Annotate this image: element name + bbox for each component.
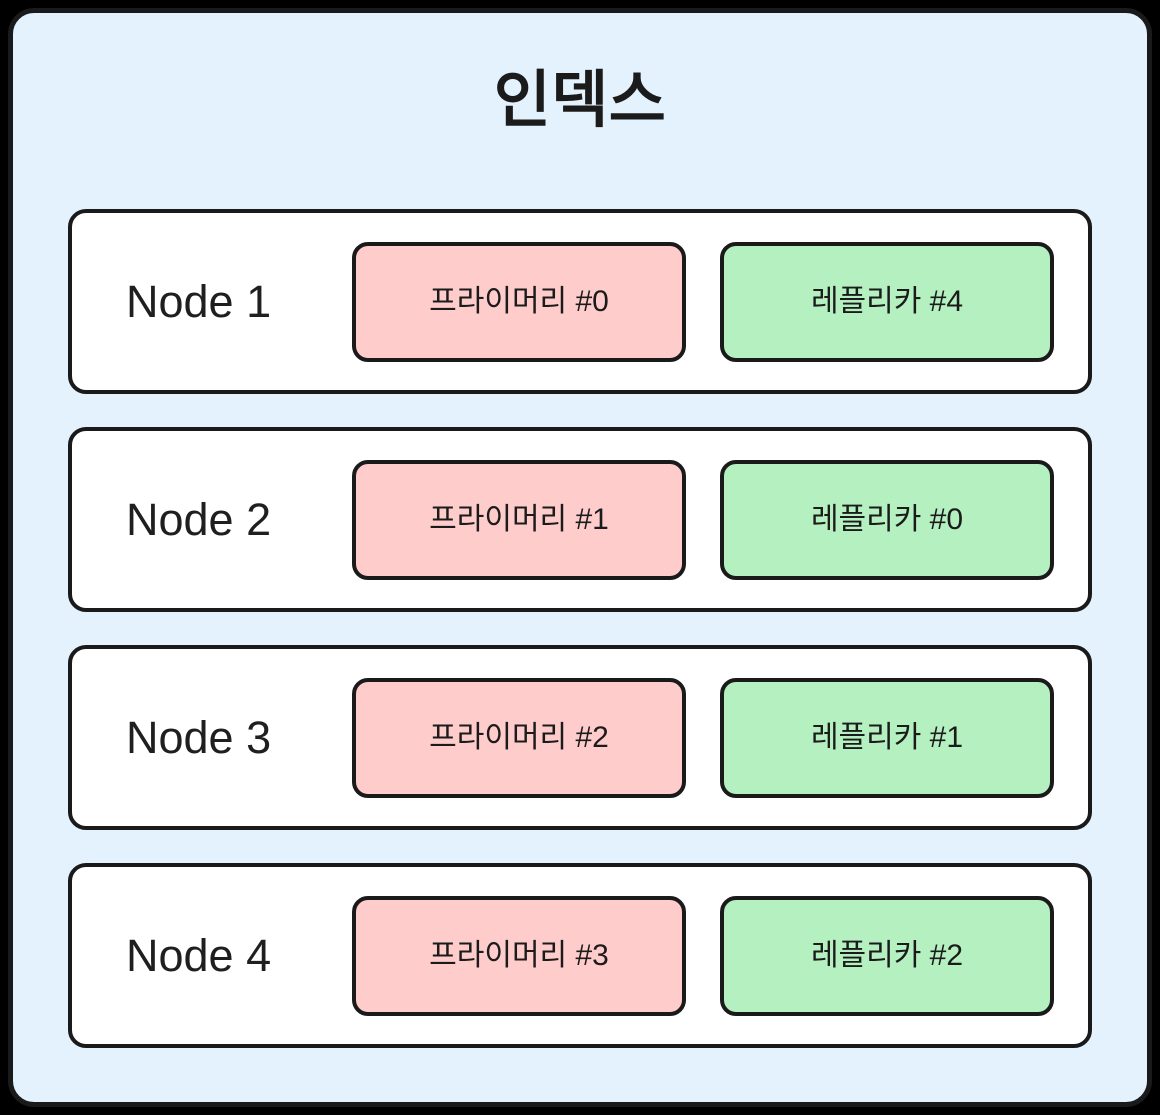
node-list: Node 1 프라이머리 #0 레플리카 #4 Node 2 프라이머리 #1 …	[68, 209, 1092, 1049]
replica-shard-box[interactable]: 레플리카 #2	[720, 895, 1054, 1016]
primary-shard-box[interactable]: 프라이머리 #2	[352, 677, 686, 798]
node-row[interactable]: Node 2 프라이머리 #1 레플리카 #0	[68, 427, 1092, 613]
node-label: Node 4	[126, 930, 272, 982]
primary-shard-box[interactable]: 프라이머리 #1	[352, 459, 686, 580]
index-container: 인덱스 Node 1 프라이머리 #0 레플리카 #4 Node 2 프라이머리…	[8, 8, 1152, 1107]
node-row[interactable]: Node 1 프라이머리 #0 레플리카 #4	[68, 209, 1092, 395]
index-title: 인덱스	[493, 66, 667, 135]
primary-shard-box[interactable]: 프라이머리 #3	[352, 895, 686, 1016]
node-label: Node 2	[126, 494, 272, 546]
replica-shard-box[interactable]: 레플리카 #1	[720, 677, 1054, 798]
node-label: Node 1	[126, 276, 272, 328]
replica-shard-box[interactable]: 레플리카 #0	[720, 459, 1054, 580]
node-row[interactable]: Node 3 프라이머리 #2 레플리카 #1	[68, 645, 1092, 831]
primary-shard-box[interactable]: 프라이머리 #0	[352, 241, 686, 362]
replica-shard-box[interactable]: 레플리카 #4	[720, 241, 1054, 362]
node-label: Node 3	[126, 712, 272, 764]
node-row[interactable]: Node 4 프라이머리 #3 레플리카 #2	[68, 863, 1092, 1049]
